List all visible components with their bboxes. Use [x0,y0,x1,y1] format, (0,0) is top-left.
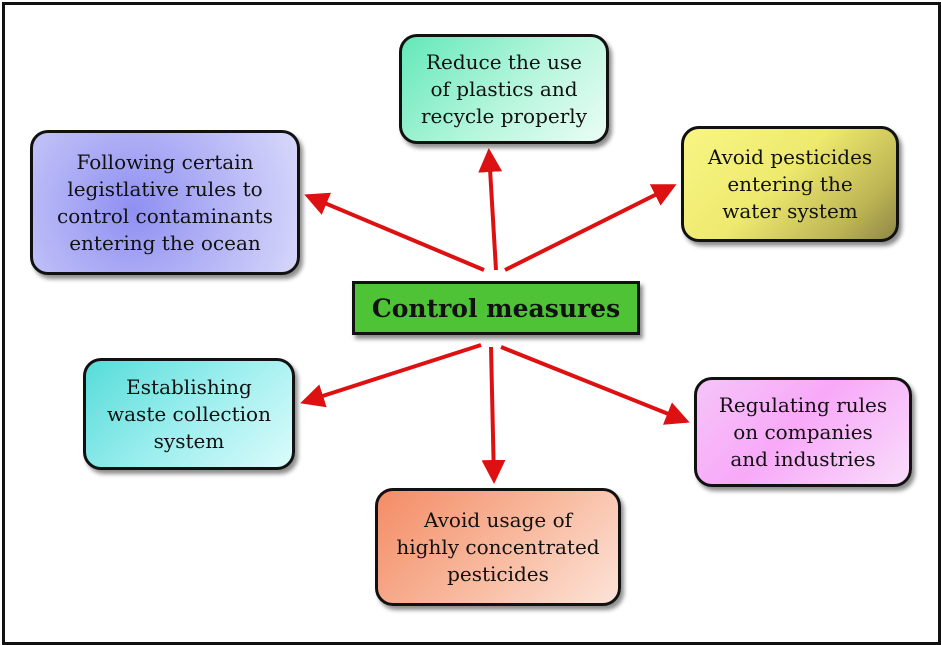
node-line: waste collection [107,401,271,426]
node-regulating-rules: Regulating rules on companies and indust… [694,377,912,487]
node-legislative-rules: Following certain legistlative rules to … [30,130,300,275]
node-legislative-rules-text: Following certain legistlative rules to … [57,149,273,257]
node-line: highly concentrated [396,534,600,559]
node-line: legistlative rules to [67,176,263,201]
arrow-to-legislative [304,192,485,272]
arrow-to-plastics [478,148,503,271]
arrow-to-concentrated [481,346,506,484]
node-waste-collection-text: Establishing waste collection system [107,374,271,455]
node-line: entering the ocean [69,230,261,255]
node-line: Following certain [76,149,254,174]
center-node-control-measures: Control measures [352,281,640,335]
node-reduce-plastics-text: Reduce the use of plastics and recycle p… [421,49,587,130]
node-avoid-concentrated-pesticides-text: Avoid usage of highly concentrated pesti… [396,507,599,588]
node-line: pesticides [447,561,549,586]
node-line: of plastics and [430,76,578,101]
node-line: Avoid pesticides [707,144,873,169]
node-line: on companies [733,419,873,444]
node-avoid-pesticides-water-text: Avoid pesticides entering the water syst… [708,144,872,225]
node-line: water system [722,198,858,223]
node-avoid-concentrated-pesticides: Avoid usage of highly concentrated pesti… [375,488,621,606]
node-line: Reduce the use [425,49,583,74]
node-regulating-rules-text: Regulating rules on companies and indust… [719,392,887,473]
node-line: Regulating rules [718,392,888,417]
node-line: Establishing [126,374,252,399]
arrow-to-waste [300,343,482,408]
node-line: system [153,428,225,453]
node-reduce-plastics: Reduce the use of plastics and recycle p… [399,34,609,144]
arrow-to-regulating [500,345,690,425]
node-line: entering the [727,171,853,196]
node-line: control contaminants [57,203,273,228]
node-line: recycle properly [421,103,587,128]
node-avoid-pesticides-water: Avoid pesticides entering the water syst… [681,126,899,242]
arrow-to-pesticides-water [504,184,677,272]
node-line: Avoid usage of [423,507,573,532]
node-waste-collection: Establishing waste collection system [83,358,295,470]
node-line: and industries [730,446,876,471]
